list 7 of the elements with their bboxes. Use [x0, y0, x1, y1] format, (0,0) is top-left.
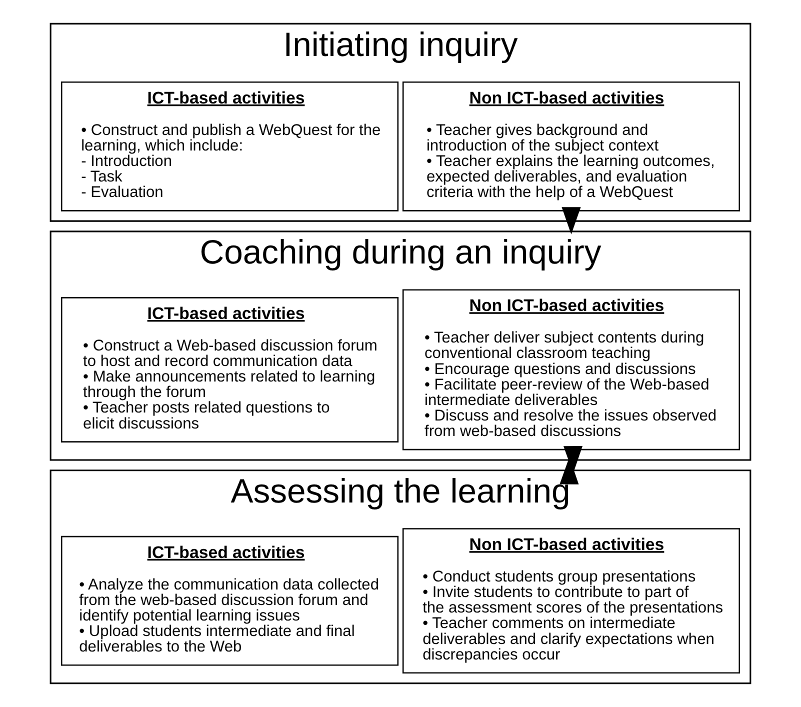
node-box: ICT-based activities • Construct a Web-based discussion forum to host and record communication data • Make announcements related to learning through the forum • Teacher posts related questions to elicit discussions	[60, 297, 399, 442]
node-box: ICT-based activities • Analyze the communication data collected from the web-based discussion forum and identify potential learning issues • Upload students intermediate and final deliverables to the Web	[60, 536, 399, 666]
node-box: Non ICT-based activities • Teacher deliver subject contents during conventional classroom teaching • Encourage questions and discussions • Facilitate peer-review of the Web-based intermediate deliverables • Discuss and resolve the issues observed from web-based discussions	[402, 289, 740, 450]
node-box: ICT-based activities • Construct and publish a WebQuest for the learning, which include: - Introduction - Task - Evaluation	[60, 81, 399, 212]
node-box: Non ICT-based activities • Teacher gives background and introduction of the subject context • Teacher explains the learning outcomes, expected deliverables, and evaluation criteria with the help of a WebQuest	[402, 81, 740, 212]
arrow	[562, 207, 581, 234]
node-box: Non ICT-based activities • Conduct students group presentations • Invite students to contribute to part of the assessment scores of the presentations • Teacher comments on intermediate deliverables and clarify expectations when discrepancies occur	[402, 528, 740, 674]
